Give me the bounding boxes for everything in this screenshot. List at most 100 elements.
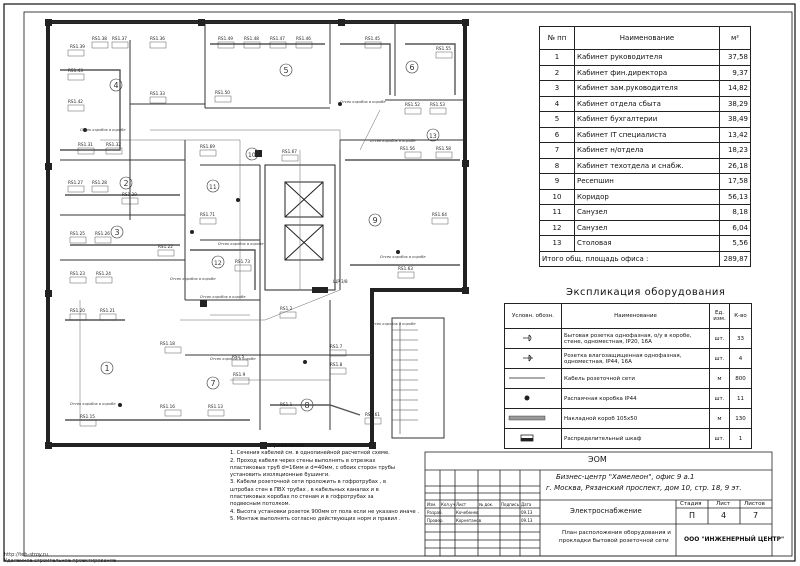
room-name: Ресепшин — [574, 173, 720, 190]
socket-label: RS1.31 — [77, 142, 95, 155]
socket-label: RS1.52 — [404, 102, 422, 115]
stamp-sheet-title-2: прокладки бытовой розеточной сети — [559, 538, 669, 544]
stamp-col-header: Лист — [456, 502, 467, 507]
svg-text:RS1.5: RS1.5 — [232, 354, 245, 359]
room-number: 12 — [539, 219, 575, 236]
cable-duct-routes — [60, 43, 460, 421]
socket-label: RS1.20 — [69, 308, 87, 321]
cable-line-icon — [504, 368, 562, 389]
legend-item-qty: 800 — [729, 368, 752, 389]
stamp-row1-date: 09.13 — [521, 510, 533, 515]
socket-label: RS1.55 — [435, 46, 453, 59]
svg-text:RS1.39: RS1.39 — [70, 44, 85, 49]
room-area: 6,04 — [719, 219, 751, 236]
socket-label: RS1.7 — [329, 344, 347, 357]
svg-text:RS1.50: RS1.50 — [215, 90, 230, 95]
svg-text:RS1.67: RS1.67 — [282, 149, 297, 154]
socket-label: RS1.21 — [99, 308, 117, 321]
svg-text:10: 10 — [248, 152, 256, 159]
note-line: 5. Монтаж выполнять согласно действующих… — [230, 515, 401, 522]
notes-block: Примечания 1. Сечения кабелей см. в одно… — [230, 443, 470, 523]
socket-label: RS1.48 — [243, 36, 261, 49]
equipment-legend-table: Условн. обозн. Наименование Ед. изм. К-в… — [504, 303, 752, 449]
note-line: пластиковых коробах по стенам и в гофрот… — [230, 494, 374, 501]
socket-label: RS1.29 — [121, 192, 139, 205]
stamp-section: Электроснабжение — [570, 507, 642, 515]
legend-item-qty: 130 — [729, 408, 752, 429]
svg-text:RS1.33: RS1.33 — [150, 91, 165, 96]
svg-text:RS1.52: RS1.52 — [405, 102, 420, 107]
stamp-col-header: Подпись — [501, 502, 519, 507]
room-name: Кабинет руководителя — [574, 49, 720, 66]
col-area: м² — [719, 26, 751, 50]
room-number-12: 12 — [211, 255, 225, 269]
note-line: 1. Сечения кабелей см. в однолинейной ра… — [230, 450, 390, 457]
room-number: 1 — [539, 49, 575, 66]
inner-frame — [23, 11, 793, 557]
columns — [45, 19, 469, 449]
svg-text:RS1.48: RS1.48 — [244, 36, 259, 41]
room-name: Кабинет IT специалиста — [574, 126, 720, 143]
legend-item-unit: шт. — [709, 388, 730, 409]
svg-text:RS1.8: RS1.8 — [330, 362, 343, 367]
svg-text:RS1.61: RS1.61 — [365, 412, 380, 417]
stamp-col-header: Кол.уч — [441, 502, 455, 507]
room-number-2: 2 — [119, 176, 133, 190]
socket-label: RS1.18 — [160, 341, 182, 354]
room-table-header: № пп Наименование м² — [539, 26, 751, 50]
socket-label: RS1.39 — [67, 44, 85, 57]
legend-col-unit: Ед. изм. — [709, 303, 730, 329]
room-name: Кабинет бухгалтерии — [574, 111, 720, 128]
room-number: 4 — [539, 95, 575, 112]
legend-item-name: Распаячная коробка IP44 — [561, 388, 710, 409]
svg-text:RS1.15: RS1.15 — [80, 414, 95, 419]
socket-label: RS1.73 — [234, 259, 252, 272]
svg-text:RS1.9: RS1.9 — [233, 372, 246, 377]
room-number-3: 3 — [110, 225, 124, 239]
svg-text:Отсек коробок в коробе: Отсек коробок в коробе — [200, 295, 246, 299]
legend-col-symbol: Условн. обозн. — [504, 303, 562, 329]
socket-label: RS1.33 — [149, 91, 167, 104]
cable-lines — [79, 109, 381, 420]
room-area: 5,56 — [719, 235, 751, 252]
socket-label: RS1.69 — [199, 144, 217, 157]
room-number-6: 6 — [405, 60, 419, 74]
junction-box-icon — [504, 388, 562, 409]
svg-text:RS1.46: RS1.46 — [296, 36, 311, 41]
legend-item-qty: 11 — [729, 388, 752, 409]
socket-label: RS1.8 — [329, 362, 347, 375]
svg-text:1: 1 — [105, 364, 110, 373]
svg-text:11: 11 — [209, 184, 217, 191]
svg-text:RS1.28: RS1.28 — [92, 180, 107, 185]
stamp-row2-role: Провер. — [427, 518, 444, 523]
socket-label: RS1.71 — [199, 212, 217, 225]
svg-text:Отсек коробок в коробе: Отсек коробок в коробе — [170, 277, 216, 281]
room-total-row: Итого общ. площадь офиса :289,87 — [539, 250, 751, 267]
room-number: 11 — [539, 204, 575, 221]
stamp-sheet-title-1: План расположения оборудования и — [562, 530, 671, 536]
svg-text:RS1.45: RS1.45 — [365, 36, 380, 41]
svg-text:RS1.38: RS1.38 — [92, 36, 107, 41]
room-number: 2 — [539, 64, 575, 81]
legend-item-name: Распределительный шкаф — [561, 428, 710, 449]
room-area: 56,13 — [719, 188, 751, 205]
room-name: Кабинет техотдела и снабж. — [574, 157, 720, 174]
svg-text:RS1.29: RS1.29 — [122, 192, 137, 197]
footer-url[interactable]: http://teh-stroy.ru — [4, 552, 48, 558]
svg-text:RS1.55: RS1.55 — [436, 46, 451, 51]
socket-label: RS1.49 — [217, 36, 235, 49]
room-area: 17,58 — [719, 173, 751, 190]
room-name: Кабинет зам.руководителя — [574, 80, 720, 97]
svg-text:RS1.49: RS1.49 — [218, 36, 233, 41]
svg-text:Отсек коробок в коробе: Отсек коробок в коробе — [380, 255, 426, 259]
stamp-project: Бизнес-центр "Хамелеон", офис 9 а.1 — [556, 473, 695, 481]
room-number-13: 13 — [426, 128, 440, 142]
stamp-stage: П — [689, 511, 696, 520]
socket-label: RS1.2 — [279, 306, 297, 319]
